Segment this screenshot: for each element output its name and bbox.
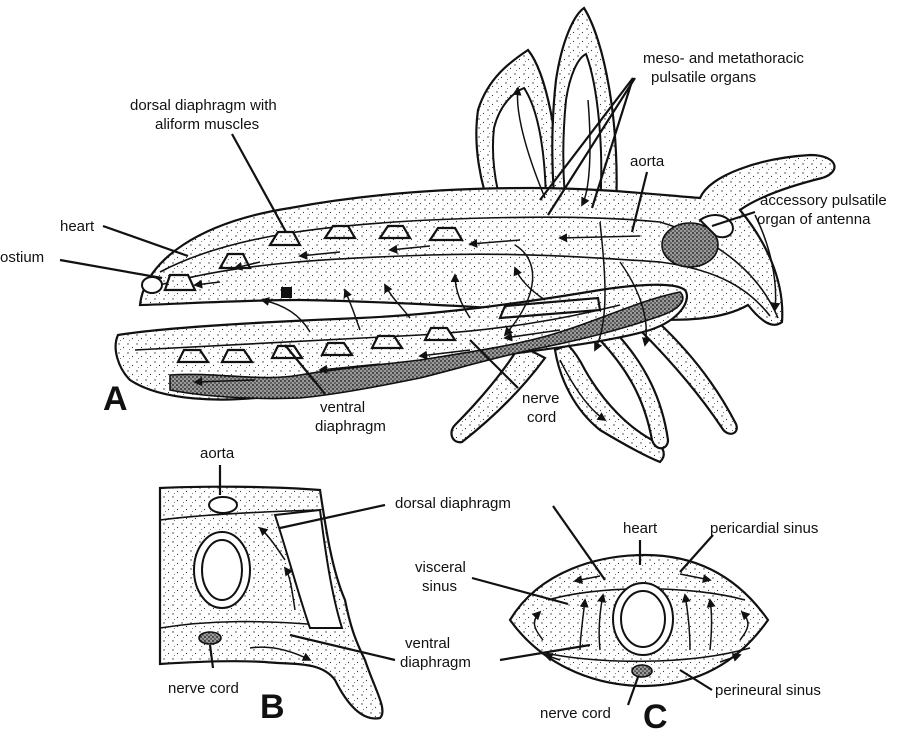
label-visceral-sinus-2: sinus: [422, 578, 457, 595]
label-heart-a: heart: [60, 218, 95, 235]
label-nerve-cord-a-2: cord: [527, 409, 556, 426]
label-pericardial-sinus: pericardial sinus: [710, 520, 818, 537]
label-dorsal-diaphragm-1: dorsal diaphragm with: [130, 97, 277, 114]
heart-c-inner: [621, 591, 665, 647]
label-meso-metathoracic-1: meso- and metathoracic: [643, 50, 804, 67]
label-meso-metathoracic-2: pulsatile organs: [651, 69, 756, 86]
label-accessory-1: accessory pulsatile: [760, 192, 887, 209]
label-nerve-cord-c: nerve cord: [540, 705, 611, 722]
label-dorsal-diaphragm-bc: dorsal diaphragm: [395, 495, 511, 512]
label-nerve-cord-a-1: nerve: [522, 390, 560, 407]
label-ostium: ostium: [0, 249, 44, 266]
panel-letter-c: C: [643, 698, 668, 736]
label-ventral-diaphragm-2: diaphragm: [315, 418, 386, 435]
label-ventral-diaphragm-bc-2: diaphragm: [400, 654, 471, 671]
label-nerve-cord-b: nerve cord: [168, 680, 239, 697]
panel-c-figure: [510, 555, 768, 686]
nerve-cord-c: [632, 665, 652, 677]
ostium-opening: [142, 277, 162, 293]
label-visceral-sinus-1: visceral: [415, 559, 466, 576]
label-ventral-diaphragm-1: ventral: [320, 399, 365, 416]
label-aorta-b: aorta: [200, 445, 235, 462]
label-aorta-a: aorta: [630, 153, 665, 170]
panel-letter-a: A: [103, 380, 128, 418]
heart-b-inner: [202, 540, 242, 600]
aorta-b: [209, 497, 237, 513]
label-ventral-diaphragm-bc-1: ventral: [405, 635, 450, 652]
nerve-cord-b: [199, 632, 221, 644]
panel-letter-b: B: [260, 688, 285, 726]
label-dorsal-diaphragm-2: aliform muscles: [155, 116, 259, 133]
label-heart-c: heart: [623, 520, 658, 537]
label-perineural-sinus: perineural sinus: [715, 682, 821, 699]
black-square-marker: [281, 287, 292, 298]
label-accessory-2: organ of antenna: [757, 211, 871, 228]
